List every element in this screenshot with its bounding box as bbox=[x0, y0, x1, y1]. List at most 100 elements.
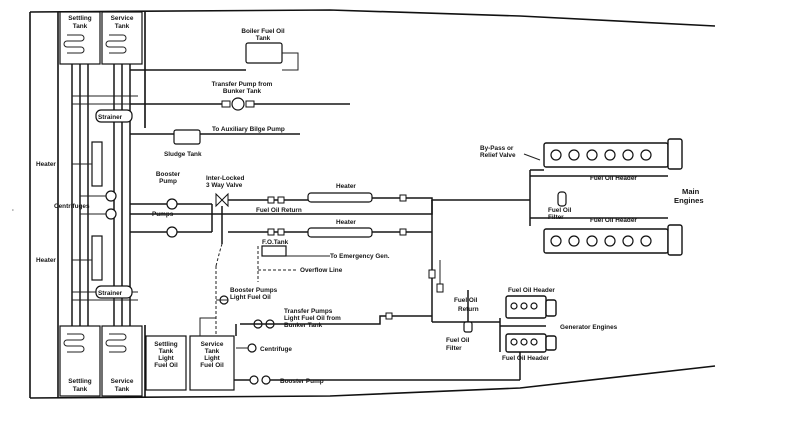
svg-text:Light Fuel Oil from: Light Fuel Oil from bbox=[284, 315, 341, 322]
transfer-light-line1: Transfer Pumps bbox=[284, 308, 333, 315]
svg-text:Service: Service bbox=[111, 378, 134, 385]
svg-text:Booster: Booster bbox=[156, 171, 181, 178]
gen-filter-line1: Fuel Oil bbox=[446, 337, 470, 344]
booster-pumps-light: Booster Pumps Light Fuel Oil bbox=[215, 266, 278, 340]
main-engine-top: Fuel Oil Header bbox=[543, 138, 683, 182]
svg-text:Fuel Oil: Fuel Oil bbox=[548, 207, 572, 214]
main-filter-line2: Filter bbox=[548, 214, 564, 221]
svg-text:Fuel Oil: Fuel Oil bbox=[454, 297, 478, 304]
service-tank-bottom-line1: Service bbox=[111, 378, 134, 385]
transfer-pumps-light: Transfer Pumps Light Fuel Oil from Bunke… bbox=[240, 308, 432, 329]
bypass-line1: By-Pass or bbox=[480, 145, 514, 152]
heater-lower: Heater bbox=[307, 219, 373, 238]
svg-text:Light Fuel Oil: Light Fuel Oil bbox=[230, 294, 271, 301]
svg-text:Tank: Tank bbox=[256, 35, 271, 42]
fo-tank-label: F.O.Tank bbox=[262, 239, 289, 246]
svg-text:Inter-Locked: Inter-Locked bbox=[206, 175, 244, 182]
fuel-oil-header-mid-label: Fuel Oil Header bbox=[590, 217, 637, 224]
service-light-line4: Fuel Oil bbox=[200, 362, 224, 369]
settling-light-line1: Settling bbox=[154, 341, 178, 348]
to-emergency-gen-label: To Emergency Gen. bbox=[330, 253, 390, 260]
settling-light-line2: Tank bbox=[159, 348, 174, 355]
svg-text:Service: Service bbox=[201, 341, 224, 348]
gen-return-line2: Return bbox=[458, 306, 479, 313]
settling-light-line4: Fuel Oil bbox=[154, 362, 178, 369]
overflow-line-label: Overflow Line bbox=[300, 267, 343, 274]
centrifuge-label: Centrifuge bbox=[260, 346, 292, 353]
heater-lower-label: Heater bbox=[336, 219, 356, 226]
svg-text:Bunker Tank: Bunker Tank bbox=[284, 322, 323, 329]
transfer-pump-bunker: Transfer Pump from Bunker Tank bbox=[130, 81, 350, 111]
heater-left-bottom-label: Heater bbox=[36, 257, 56, 264]
light-fuel-links bbox=[199, 317, 237, 336]
booster-light-line1: Booster Pumps bbox=[230, 287, 278, 294]
heater-upper-label: Heater bbox=[336, 183, 356, 190]
main-engine-bottom: Fuel Oil Header bbox=[543, 217, 683, 256]
transfer-light-line3: Bunker Tank bbox=[284, 322, 323, 329]
settling-tank-bottom-line2: Tank bbox=[73, 386, 88, 393]
settling-tank-top-line2: Tank bbox=[73, 23, 88, 30]
booster-pump-line2: Pump bbox=[159, 178, 177, 185]
sludge-tank-label: Sludge Tank bbox=[164, 151, 202, 158]
svg-text:Filter: Filter bbox=[548, 214, 564, 221]
transfer-light-line2: Light Fuel Oil from bbox=[284, 315, 341, 322]
main-engines-line1: Main bbox=[682, 187, 700, 196]
gen-filter-line2: Filter bbox=[446, 345, 462, 352]
svg-text:Filter: Filter bbox=[446, 345, 462, 352]
strainer-top-label: Strainer bbox=[98, 114, 123, 121]
svg-text:Light: Light bbox=[158, 355, 174, 362]
svg-text:Transfer Pumps: Transfer Pumps bbox=[284, 308, 333, 315]
svg-text:Fuel Oil: Fuel Oil bbox=[446, 337, 470, 344]
booster-pump-line1: Booster bbox=[156, 171, 181, 178]
boiler-tank-line2: Tank bbox=[256, 35, 271, 42]
settling-tank-bottom-line1: Settling bbox=[68, 378, 92, 385]
service-tank-top: Service Tank bbox=[101, 11, 143, 65]
settling-light-line3: Light bbox=[158, 355, 174, 362]
svg-text:Settling: Settling bbox=[68, 378, 92, 385]
svg-text:Return: Return bbox=[458, 306, 479, 313]
svg-text:Transfer Pump from: Transfer Pump from bbox=[212, 81, 273, 88]
service-light-line3: Light bbox=[204, 355, 220, 362]
svg-text:Settling: Settling bbox=[68, 15, 92, 22]
heater-upper: Heater bbox=[307, 183, 373, 203]
svg-text:Tank: Tank bbox=[73, 23, 88, 30]
strainer-bottom-label: Strainer bbox=[98, 290, 123, 297]
svg-text:Fuel Oil: Fuel Oil bbox=[154, 362, 178, 369]
booster-pump-bottom-label: Booster Pump bbox=[280, 378, 324, 385]
strainer-top: Strainer bbox=[95, 109, 133, 123]
gen-return-line1: Fuel Oil bbox=[454, 297, 478, 304]
main-engine-manifold: Fuel Oil Filter By-Pass or Relief Valve … bbox=[480, 145, 704, 226]
svg-text:3 Way Valve: 3 Way Valve bbox=[206, 182, 243, 189]
generator-engines-label: Generator Engines bbox=[560, 324, 618, 331]
gen-header-top-label: Fuel Oil Header bbox=[508, 287, 555, 294]
heater-left-bottom: Heater bbox=[36, 235, 103, 281]
service-tank-light: Service Tank Light Fuel Oil bbox=[189, 335, 235, 391]
heater-left-top-label: Heater bbox=[36, 161, 56, 168]
interlocked-3-way-valve: Inter-Locked 3 Way Valve bbox=[206, 175, 244, 244]
svg-text:Main: Main bbox=[682, 187, 700, 196]
boiler-fuel-oil-tank: Boiler Fuel Oil Tank bbox=[130, 28, 299, 71]
svg-text:Engines: Engines bbox=[674, 196, 704, 205]
svg-text:Bunker Tank: Bunker Tank bbox=[223, 88, 262, 95]
service-tank-bottom-line2: Tank bbox=[115, 386, 130, 393]
svg-text:Light: Light bbox=[204, 355, 220, 362]
settling-tank-bottom: Settling Tank bbox=[59, 325, 101, 397]
centrifuge-light: Centrifuge bbox=[236, 343, 292, 353]
svg-text:By-Pass or: By-Pass or bbox=[480, 145, 514, 152]
svg-text:Tank: Tank bbox=[205, 348, 220, 355]
svg-text:Fuel Oil: Fuel Oil bbox=[200, 362, 224, 369]
main-filter-line1: Fuel Oil bbox=[548, 207, 572, 214]
settling-tank-top: Settling Tank bbox=[59, 11, 101, 65]
main-engines-line2: Engines bbox=[674, 196, 704, 205]
fo-tank-emergency: F.O.Tank To Emergency Gen. Overflow Line bbox=[215, 239, 390, 282]
booster-pumps-heavy: Booster Pump Pumps bbox=[130, 171, 212, 238]
fuel-oil-return-label: Fuel Oil Return bbox=[256, 207, 302, 214]
centrifuges: Centrifuges bbox=[54, 190, 117, 220]
transfer-pump-line2: Bunker Tank bbox=[223, 88, 262, 95]
transfer-pump-line1: Transfer Pump from bbox=[212, 81, 273, 88]
to-bilge-pump-label: To Auxiliary Bilge Pump bbox=[212, 126, 285, 133]
booster-light-line2: Light Fuel Oil bbox=[230, 294, 271, 301]
fuel-oil-header-top-label: Fuel Oil Header bbox=[590, 175, 637, 182]
edge-mark: · bbox=[12, 207, 14, 214]
svg-text:Relief Valve: Relief Valve bbox=[480, 152, 516, 159]
